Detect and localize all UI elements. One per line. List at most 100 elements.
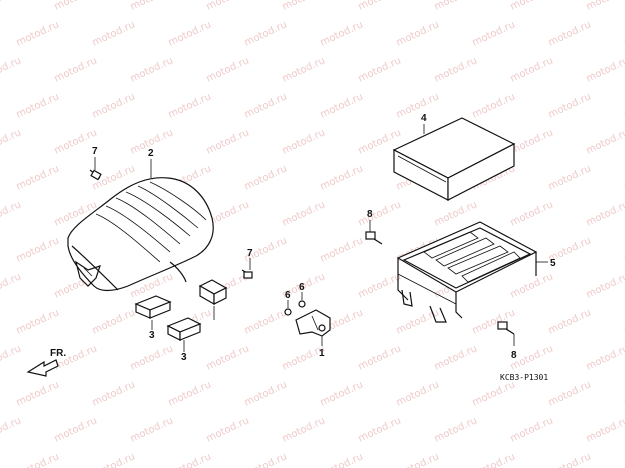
- bolt-6-right: [298, 300, 306, 308]
- watermark-text: motod.ru: [357, 199, 403, 228]
- watermark-text: motod.ru: [129, 415, 175, 444]
- watermark-text: motod.ru: [395, 451, 441, 468]
- watermark-text: motod.ru: [547, 379, 593, 408]
- watermark-text: motod.ru: [15, 163, 61, 192]
- watermark-text: motod.ru: [395, 379, 441, 408]
- callout-3-lower: 3: [181, 352, 187, 363]
- watermark-text: motod.ru: [357, 415, 403, 444]
- watermark-text: motod.ru: [509, 127, 555, 156]
- watermark-text: motod.ru: [547, 19, 593, 48]
- watermark-text: motod.ru: [433, 415, 479, 444]
- watermark-text: motod.ru: [205, 0, 251, 13]
- watermark-text: motod.ru: [243, 379, 289, 408]
- watermark-text: motod.ru: [509, 271, 555, 300]
- watermark-text: motod.ru: [281, 127, 327, 156]
- watermark-text: motod.ru: [243, 307, 289, 336]
- watermark-text: motod.ru: [15, 451, 61, 468]
- watermark-text: motod.ru: [91, 307, 137, 336]
- watermark-text: motod.ru: [509, 55, 555, 84]
- watermark-text: motod.ru: [91, 91, 137, 120]
- watermark-text: motod.ru: [547, 307, 593, 336]
- latch-part: [295, 309, 331, 337]
- watermark-text: motod.ru: [0, 199, 23, 228]
- watermark-text: motod.ru: [167, 379, 213, 408]
- watermark-text: motod.ru: [585, 0, 625, 13]
- callout-6-right: 6: [299, 282, 305, 293]
- watermark-text: motod.ru: [357, 55, 403, 84]
- watermark-text: motod.ru: [167, 451, 213, 468]
- bracket-upper-left: [134, 295, 172, 319]
- seat-part: [67, 177, 214, 292]
- watermark-text: motod.ru: [0, 415, 23, 444]
- bracket-lower: [166, 317, 202, 341]
- bolt-7-upper: [89, 169, 102, 181]
- rack-part: [396, 221, 538, 323]
- watermark-text: motod.ru: [91, 19, 137, 48]
- bolt-8-upper: [365, 231, 383, 245]
- watermark-text: motod.ru: [167, 91, 213, 120]
- leader-lines: [94, 124, 548, 352]
- callout-4: 4: [421, 113, 427, 124]
- callout-8-lower: 8: [511, 350, 517, 361]
- watermark-text: motod.ru: [129, 55, 175, 84]
- watermark-text: motod.ru: [509, 415, 555, 444]
- watermark-text: motod.ru: [357, 0, 403, 13]
- watermark-text: motod.ru: [433, 199, 479, 228]
- watermark-text: motod.ru: [281, 0, 327, 13]
- watermark-text: motod.ru: [585, 199, 625, 228]
- callout-8-upper: 8: [367, 209, 373, 220]
- watermark-text: motod.ru: [357, 271, 403, 300]
- watermark-text: motod.ru: [433, 0, 479, 13]
- watermark-text: motod.ru: [15, 235, 61, 264]
- watermark-text: motod.ru: [319, 379, 365, 408]
- direction-label: FR.: [50, 348, 66, 359]
- watermark-text: motod.ru: [509, 0, 555, 13]
- watermark-text: motod.ru: [281, 415, 327, 444]
- watermark-text: motod.ru: [243, 91, 289, 120]
- watermark-text: motod.ru: [471, 91, 517, 120]
- watermark-text: motod.ru: [585, 271, 625, 300]
- watermark-text: motod.ru: [15, 19, 61, 48]
- watermark-text: motod.ru: [0, 343, 23, 372]
- watermark-text: motod.ru: [0, 127, 23, 156]
- diagram-code: KCB3-P1301: [500, 373, 548, 382]
- pad-part: [392, 117, 516, 201]
- watermark-text: motod.ru: [53, 0, 99, 13]
- watermark-text: motod.ru: [471, 451, 517, 468]
- bolt-7-lower: [241, 269, 253, 279]
- callout-5: 5: [550, 258, 556, 269]
- watermark-text: motod.ru: [281, 199, 327, 228]
- callout-2: 2: [148, 148, 154, 159]
- watermark-text: motod.ru: [129, 0, 175, 13]
- watermark-text: motod.ru: [471, 307, 517, 336]
- watermark-text: motod.ru: [91, 451, 137, 468]
- watermark-text: motod.ru: [319, 19, 365, 48]
- watermark-text: motod.ru: [395, 19, 441, 48]
- callout-6-left: 6: [285, 290, 291, 301]
- watermark-text: motod.ru: [53, 415, 99, 444]
- callout-7-upper: 7: [92, 146, 98, 157]
- watermark-text: motod.ru: [509, 199, 555, 228]
- callout-7-lower: 7: [247, 248, 253, 259]
- watermark-text: motod.ru: [471, 379, 517, 408]
- watermark-text: motod.ru: [205, 127, 251, 156]
- callout-1: 1: [319, 348, 325, 359]
- watermark-text: motod.ru: [319, 163, 365, 192]
- watermark-text: motod.ru: [319, 451, 365, 468]
- watermark-text: motod.ru: [585, 55, 625, 84]
- watermark-text: motod.ru: [357, 343, 403, 372]
- watermark-text: motod.ru: [585, 127, 625, 156]
- watermark-text: motod.ru: [471, 19, 517, 48]
- watermark-text: motod.ru: [319, 91, 365, 120]
- watermark-text: motod.ru: [319, 235, 365, 264]
- watermark-text: motod.ru: [205, 343, 251, 372]
- watermark-text: motod.ru: [433, 55, 479, 84]
- watermark-text: motod.ru: [205, 415, 251, 444]
- watermark-text: motod.ru: [167, 19, 213, 48]
- watermark-text: motod.ru: [547, 91, 593, 120]
- watermark-text: motod.ru: [53, 55, 99, 84]
- bolt-6-left: [284, 308, 292, 316]
- watermark-text: motod.ru: [243, 451, 289, 468]
- watermark-text: motod.ru: [281, 55, 327, 84]
